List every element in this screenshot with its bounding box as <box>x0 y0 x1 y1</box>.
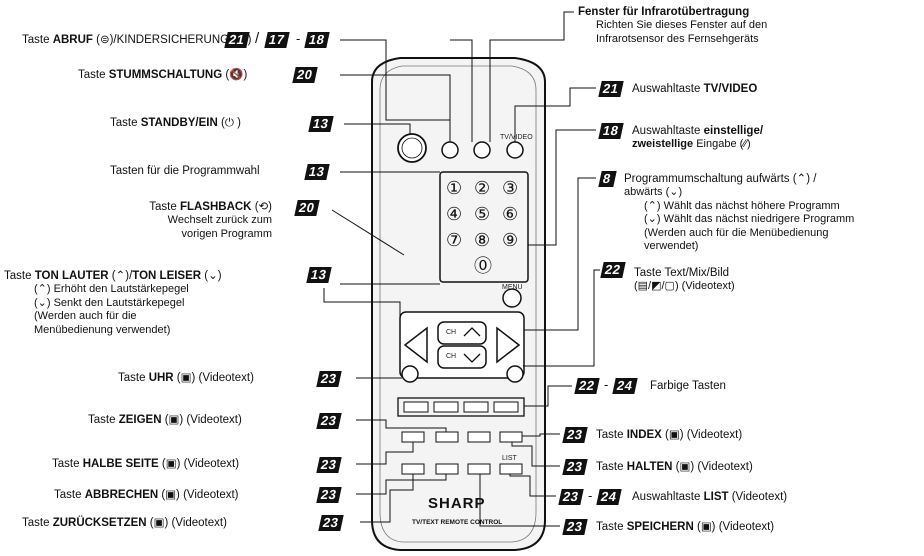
brand-logo: SHARP <box>428 495 486 512</box>
badge-24-list: 24 <box>596 489 623 505</box>
badge-18-digit: 18 <box>598 123 625 139</box>
badge-23-zurueck: 23 <box>318 515 345 531</box>
label-fenster: Fenster für Infrarotübertragung Richten … <box>578 6 768 45</box>
tvvideo-button <box>506 141 524 159</box>
tvvideo-label: TV/VIDEO <box>500 134 533 141</box>
color-key-cyan <box>493 401 519 413</box>
badge-18: 18 <box>304 32 331 48</box>
volume-down-button <box>403 326 428 364</box>
label-list: Auswahltaste LIST (Videotext) <box>632 491 788 503</box>
numpad-key-8[interactable]: ⑧ <box>474 230 491 250</box>
badge-21: 21 <box>224 32 251 48</box>
badge-dash-1: - <box>296 31 301 46</box>
label-abruf: Taste ABRUF (⊜)/KINDERSICHERUNG (⊶) <box>22 34 252 46</box>
numpad-key-1[interactable]: ① <box>446 178 463 198</box>
label-programmwahl: Tasten für die Programmwahl <box>110 165 260 177</box>
cancel-button <box>435 463 459 475</box>
clock-button <box>401 365 419 383</box>
badge-22-farb: 22 <box>574 378 601 394</box>
badge-dash-3: - <box>588 488 593 503</box>
recall-button <box>473 141 491 159</box>
mute-button <box>441 141 459 159</box>
label-einstellig: Auswahltaste einstellige/ zweistellige E… <box>632 125 764 150</box>
hold-small-button <box>467 431 491 443</box>
badge-20: 20 <box>292 67 319 83</box>
label-programm: Programmumschaltung aufwärts (⌃) / abwär… <box>624 173 855 252</box>
badge-13-ton: 13 <box>306 267 333 283</box>
menu-button <box>502 288 522 308</box>
badge-20-flash: 20 <box>294 200 321 216</box>
volume-up-button <box>496 326 521 364</box>
label-zuruecksetzen: Taste ZURÜCKSETZEN (▣) (Videotext) <box>22 517 227 529</box>
color-key-yellow <box>463 401 489 413</box>
store-button <box>467 463 491 475</box>
badge-23-zeigen: 23 <box>316 413 343 429</box>
label-flashback: Taste FLASHBACK (⟲) Wechselt zurück zum … <box>149 201 272 240</box>
numpad-key-0[interactable]: ⓪ <box>474 256 492 276</box>
label-halten: Taste HALTEN (▣) (Videotext) <box>596 461 753 473</box>
badge-23-halten: 23 <box>562 459 589 475</box>
label-zeigen: Taste ZEIGEN (▣) (Videotext) <box>88 414 242 426</box>
badge-23-list: 23 <box>558 489 585 505</box>
badge-23-halbe: 23 <box>316 457 343 473</box>
badge-23-index: 23 <box>562 427 589 443</box>
color-key-green <box>433 401 459 413</box>
color-key-red <box>403 401 429 413</box>
numpad-key-4[interactable]: ④ <box>446 204 463 224</box>
label-speichern: Taste SPEICHERN (▣) (Videotext) <box>596 521 775 533</box>
label-abbrechen: Taste ABBRECHEN (▣) (Videotext) <box>54 489 239 501</box>
label-farbig: Farbige Tasten <box>650 380 726 392</box>
index-button <box>499 431 523 443</box>
numpad-key-6[interactable]: ⑥ <box>502 204 519 224</box>
label-stumm: Taste STUMMSCHALTUNG (🔇) <box>78 69 248 81</box>
ch-down-label: CH <box>446 353 457 360</box>
badge-slash: / <box>255 30 260 47</box>
numpad-key-5[interactable]: ⑤ <box>474 204 491 224</box>
channel-down-button <box>437 345 487 369</box>
numpad-key-9[interactable]: ⑨ <box>502 230 519 250</box>
numpad-key-7[interactable]: ⑦ <box>446 230 463 250</box>
badge-21-tv: 21 <box>598 81 625 97</box>
numpad-key-2[interactable]: ② <box>474 178 491 198</box>
reveal-button <box>401 431 425 443</box>
size-button <box>401 463 425 475</box>
badge-22-text: 22 <box>600 262 627 278</box>
badge-13-prog: 13 <box>304 164 331 180</box>
channel-up-button <box>437 321 487 345</box>
badge-13: 13 <box>308 116 335 132</box>
list-button <box>499 463 523 475</box>
badge-23-speichern: 23 <box>562 519 589 535</box>
model-text: TV/TEXT REMOTE CONTROL <box>412 519 503 526</box>
numpad-key-3[interactable]: ③ <box>502 178 519 198</box>
list-label: LIST <box>502 455 517 462</box>
label-uhr: Taste UHR (▣) (Videotext) <box>118 372 254 384</box>
badge-24-farb: 24 <box>612 378 639 394</box>
label-halbe: Taste HALBE SEITE (▣) (Videotext) <box>52 458 240 470</box>
label-text-mix: Taste Text/Mix/Bild (▤/◩/▢) (Videotext) <box>634 267 735 292</box>
label-ton: Taste TON LAUTER (⌃)/TON LEISER (⌄) (⌃) … <box>4 270 222 336</box>
label-index: Taste INDEX (▣) (Videotext) <box>596 429 743 441</box>
badge-23-uhr: 23 <box>316 371 343 387</box>
remote-body <box>371 57 546 551</box>
badge-dash-2: - <box>604 377 609 392</box>
badge-23-abbrechen: 23 <box>316 487 343 503</box>
menu-label: MENU <box>502 284 523 291</box>
badge-17: 17 <box>264 32 291 48</box>
text-mix-button <box>506 365 524 383</box>
ch-up-label: CH <box>446 329 457 336</box>
subpage-button <box>435 431 459 443</box>
label-standby: Taste STANDBY/EIN (⏻ ) <box>110 117 241 129</box>
label-tvvideo: Auswahltaste TV/VIDEO <box>632 83 758 95</box>
